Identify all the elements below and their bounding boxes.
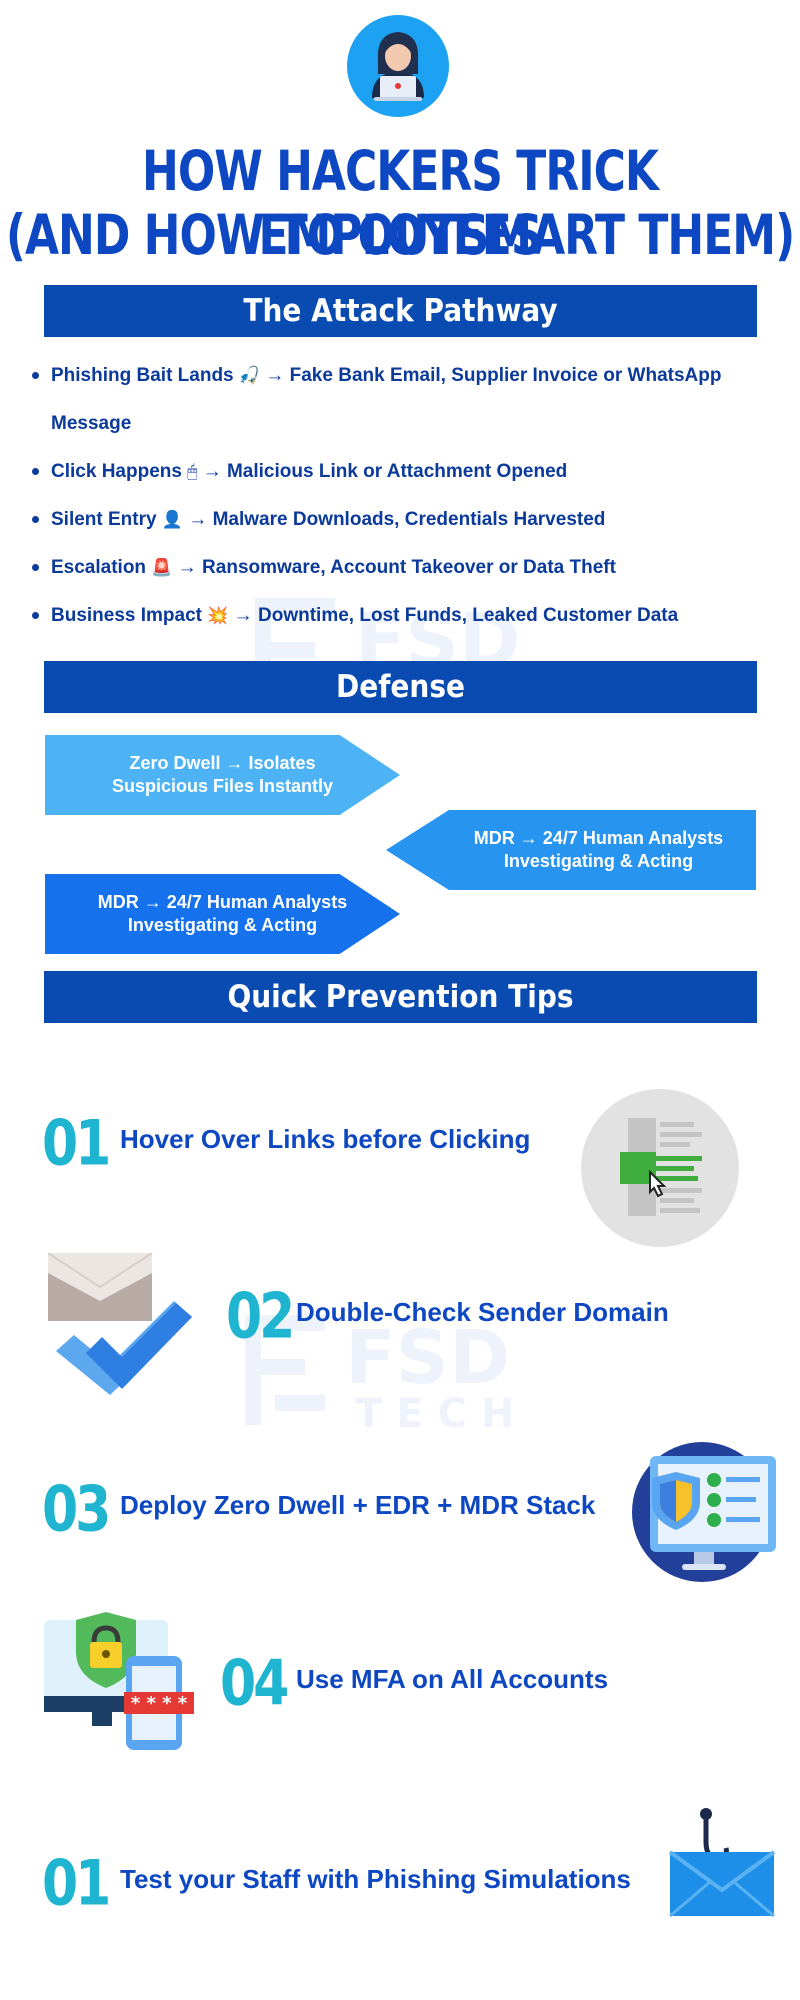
list-item: Business Impact 💥 → Downtime, Lost Funds…: [30, 592, 770, 640]
link-hover-icon: [580, 1088, 740, 1253]
svg-text:* * * *: * * * *: [131, 1693, 188, 1714]
quick-tips-heading: Quick Prevention Tips: [44, 971, 757, 1023]
attack-pathway-heading: The Attack Pathway: [44, 285, 757, 337]
tip-number: 02: [226, 1281, 295, 1353]
fishing-icon: 🎣: [238, 366, 261, 386]
watermark-logo-bottom: FSD TECH: [245, 1315, 575, 1440]
explosion-icon: 💥: [207, 606, 229, 626]
tip-text: Use MFA on All Accounts: [296, 1664, 609, 1694]
list-item: Escalation 🚨 → Ransomware, Account Takeo…: [30, 544, 770, 592]
user-silhouette-icon: 👤: [161, 510, 184, 530]
tip-number: 03: [42, 1474, 111, 1546]
list-item: Click Happens 🖱 → Malicious Link or Atta…: [30, 448, 770, 496]
tip-text: Double-Check Sender Domain: [296, 1297, 669, 1327]
svg-text:FSD: FSD: [345, 1315, 510, 1401]
defense-heading: Defense: [44, 661, 757, 713]
siren-icon: 🚨: [151, 558, 173, 578]
email-check-icon: [47, 1252, 198, 1406]
hacker-laptop-icon: [346, 14, 450, 123]
page-title-line1: HOW HACKERS TRICK EMPLOYEES: [142, 140, 659, 268]
list-item: Silent Entry 👤 → Malware Downloads, Cred…: [30, 496, 770, 544]
tip-text: Hover Over Links before Clicking: [120, 1124, 531, 1154]
tip-number: 01: [42, 1848, 111, 1920]
phishing-email-icon: [668, 1808, 778, 1923]
mfa-lock-icon: * * * *: [44, 1612, 194, 1757]
tip-text: Deploy Zero Dwell + EDR + MDR Stack: [120, 1490, 596, 1520]
attack-pathway-list: Phishing Bait Lands 🎣 → Fake Bank Email,…: [30, 352, 770, 640]
tip-text: Test your Staff with Phishing Simulation…: [120, 1864, 631, 1894]
tip-number: 01: [42, 1108, 111, 1180]
tip-number: 04: [220, 1648, 289, 1720]
security-dashboard-icon: [630, 1440, 778, 1587]
page-title-line2: (AND HOW TO OUTSMART THEM): [5, 204, 795, 268]
list-item: Phishing Bait Lands 🎣 → Fake Bank Email,…: [30, 352, 770, 448]
mouse-icon: 🖱: [187, 462, 198, 482]
svg-text:TECH: TECH: [355, 1391, 528, 1435]
